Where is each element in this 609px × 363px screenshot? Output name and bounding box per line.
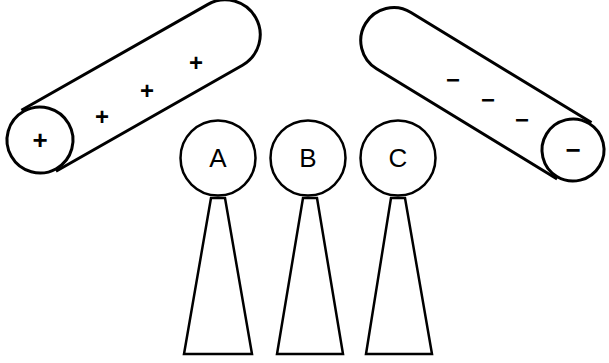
sphere-label: B [269,119,347,197]
charge-sign: − [481,88,495,112]
charge-sign: − [515,108,529,132]
charge-sign: − [446,68,460,92]
charge-sign: + [140,79,154,103]
charge-sign: + [32,127,47,153]
charge-sign: + [189,51,203,75]
sphere-label: C [359,119,437,197]
sphere-label: A [179,119,257,197]
metal-sphere: B [269,119,347,197]
charge-sign: − [565,137,580,163]
metal-sphere: A [179,119,257,197]
insulating-stands [184,198,432,354]
charge-sign: + [95,105,109,129]
metal-sphere: C [359,119,437,197]
